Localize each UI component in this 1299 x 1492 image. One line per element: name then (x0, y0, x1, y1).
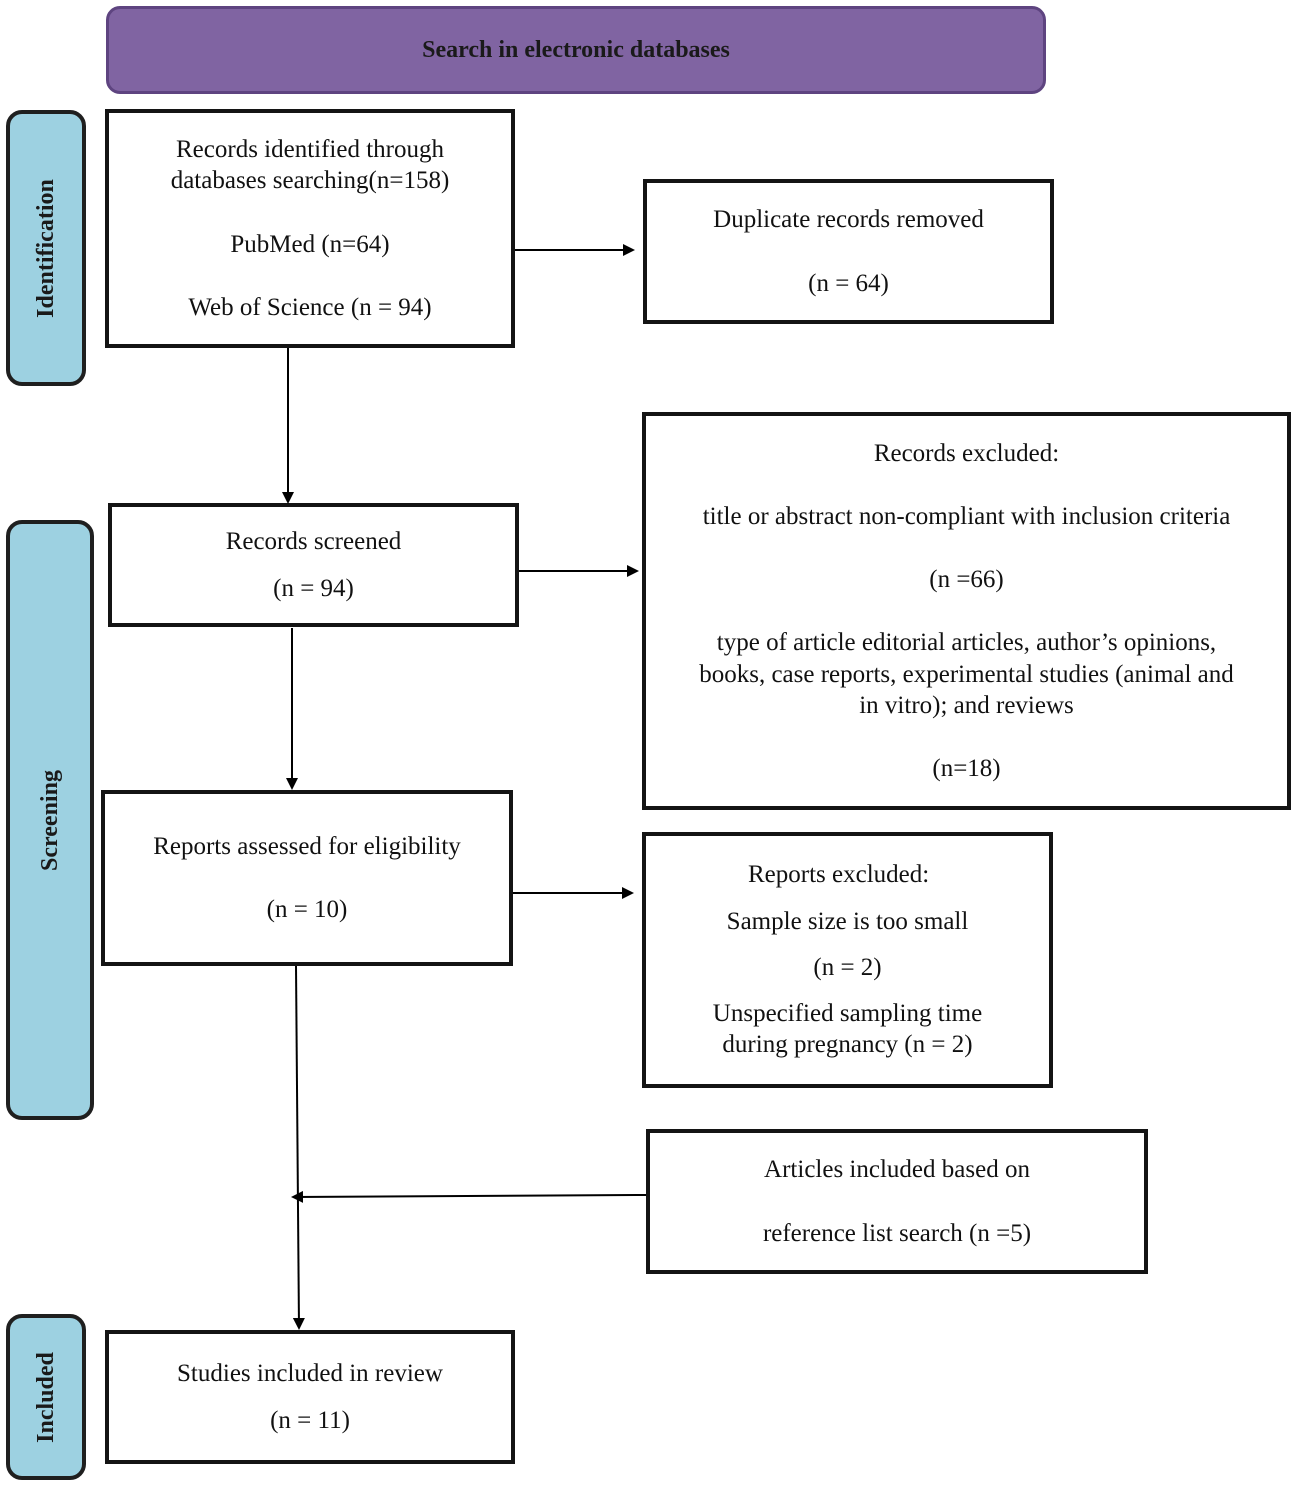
search-header-bar: Search in electronic databases (106, 6, 1046, 94)
included-count: (n = 11) (270, 1407, 350, 1434)
excluded-records-count2: (n=18) (932, 755, 1001, 783)
eligibility-box: Reports assessed for eligibility (n = 10… (101, 790, 513, 966)
excluded-reports-title: Reports excluded: (748, 861, 930, 889)
excluded-records-reason2-line2: books, case reports, experimental studie… (699, 660, 1234, 688)
duplicates-count: (n = 64) (808, 269, 889, 297)
excluded-reports-reason2-line1: Unspecified sampling time (712, 1000, 983, 1028)
screened-count: (n = 94) (273, 575, 354, 602)
identified-pubmed: PubMed (n=64) (230, 230, 390, 258)
excluded-records-count1: (n =66) (929, 566, 1004, 594)
excluded-reports-reason1: Sample size is too small (726, 907, 969, 935)
reference-search-box: Articles included based on reference lis… (646, 1129, 1148, 1274)
identified-wos: Web of Science (n = 94) (188, 293, 432, 321)
reference-line2: reference list search (n =5) (762, 1219, 1032, 1247)
identified-line1: Records identified through (176, 136, 444, 163)
stage-screening: Screening (6, 520, 94, 1120)
duplicates-label: Duplicate records removed (713, 206, 984, 234)
search-header-label: Search in electronic databases (422, 36, 730, 63)
studies-included-box: Studies included in review (n = 11) (105, 1330, 515, 1464)
reports-excluded-box: Reports excluded: Sample size is too sma… (642, 832, 1053, 1088)
records-excluded-box: Records excluded: title or abstract non-… (642, 412, 1291, 810)
duplicates-removed-box: Duplicate records removed (n = 64) (643, 179, 1054, 324)
stage-included: Included (6, 1314, 86, 1480)
eligibility-label: Reports assessed for eligibility (153, 832, 461, 860)
eligibility-count: (n = 10) (266, 896, 348, 923)
excluded-reports-reason2-line2: during pregnancy (n = 2) (722, 1031, 973, 1059)
excluded-records-reason2-line3: in vitro); and reviews (859, 691, 1074, 719)
excluded-records-title: Records excluded: (873, 439, 1060, 467)
excluded-reports-count1: (n = 2) (813, 953, 882, 981)
excluded-records-reason2-line1: type of article editorial articles, auth… (716, 629, 1217, 657)
excluded-records-reason1: title or abstract non-compliant with inc… (702, 502, 1231, 530)
reference-line1: Articles included based on (764, 1156, 1030, 1184)
screened-label: Records screened (225, 527, 402, 555)
arrow-reference-to-flow (291, 1190, 647, 1203)
included-label: Studies included in review (177, 1359, 443, 1387)
stage-identification: Identification (6, 110, 86, 386)
records-identified-box: Records identified through databases sea… (105, 109, 515, 348)
records-screened-box: Records screened (n = 94) (108, 503, 519, 627)
identified-line2: databases searching(n=158) (170, 167, 450, 195)
arrow-eligibility-to-included (292, 965, 305, 1330)
